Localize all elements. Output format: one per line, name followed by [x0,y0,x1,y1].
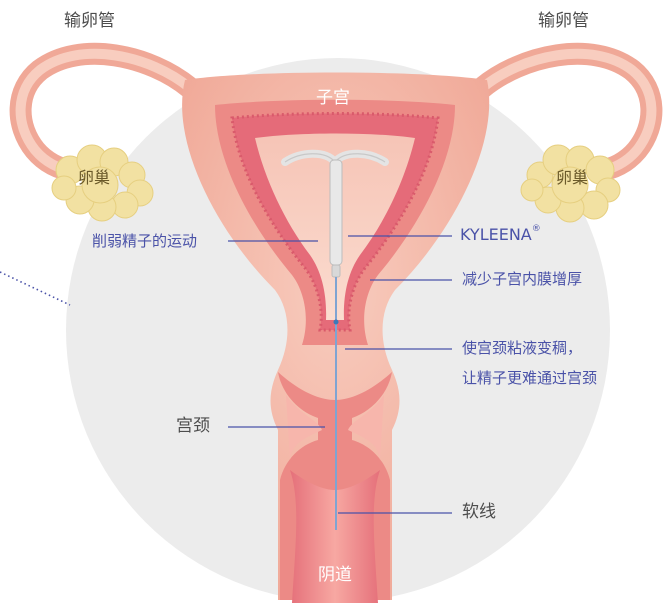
label-fallopian-tube-left: 输卵管 [64,13,115,30]
dotted-pointer [0,272,70,305]
label-vagina: 阴道 [318,567,352,584]
callout-product-name: KYLEENA® [460,227,541,243]
product-name-text: KYLEENA [460,225,532,244]
callout-mucus-line2: 让精子更难通过宫颈 [462,371,597,386]
callout-threads: 软线 [462,504,496,521]
label-fallopian-tube-right: 输卵管 [538,13,589,30]
label-uterus: 子宫 [316,90,350,107]
callout-sperm-motility: 削弱精子的运动 [92,234,197,249]
label-ovary-right: 卵巢 [556,170,588,186]
callout-thin-lining: 减少子宫内膜增厚 [462,272,582,287]
callout-mucus-line1: 使宫颈粘液变稠， [462,341,582,356]
registered-mark: ® [532,224,541,234]
label-cervix: 宫颈 [176,418,210,435]
label-ovary-left: 卵巢 [78,170,110,186]
